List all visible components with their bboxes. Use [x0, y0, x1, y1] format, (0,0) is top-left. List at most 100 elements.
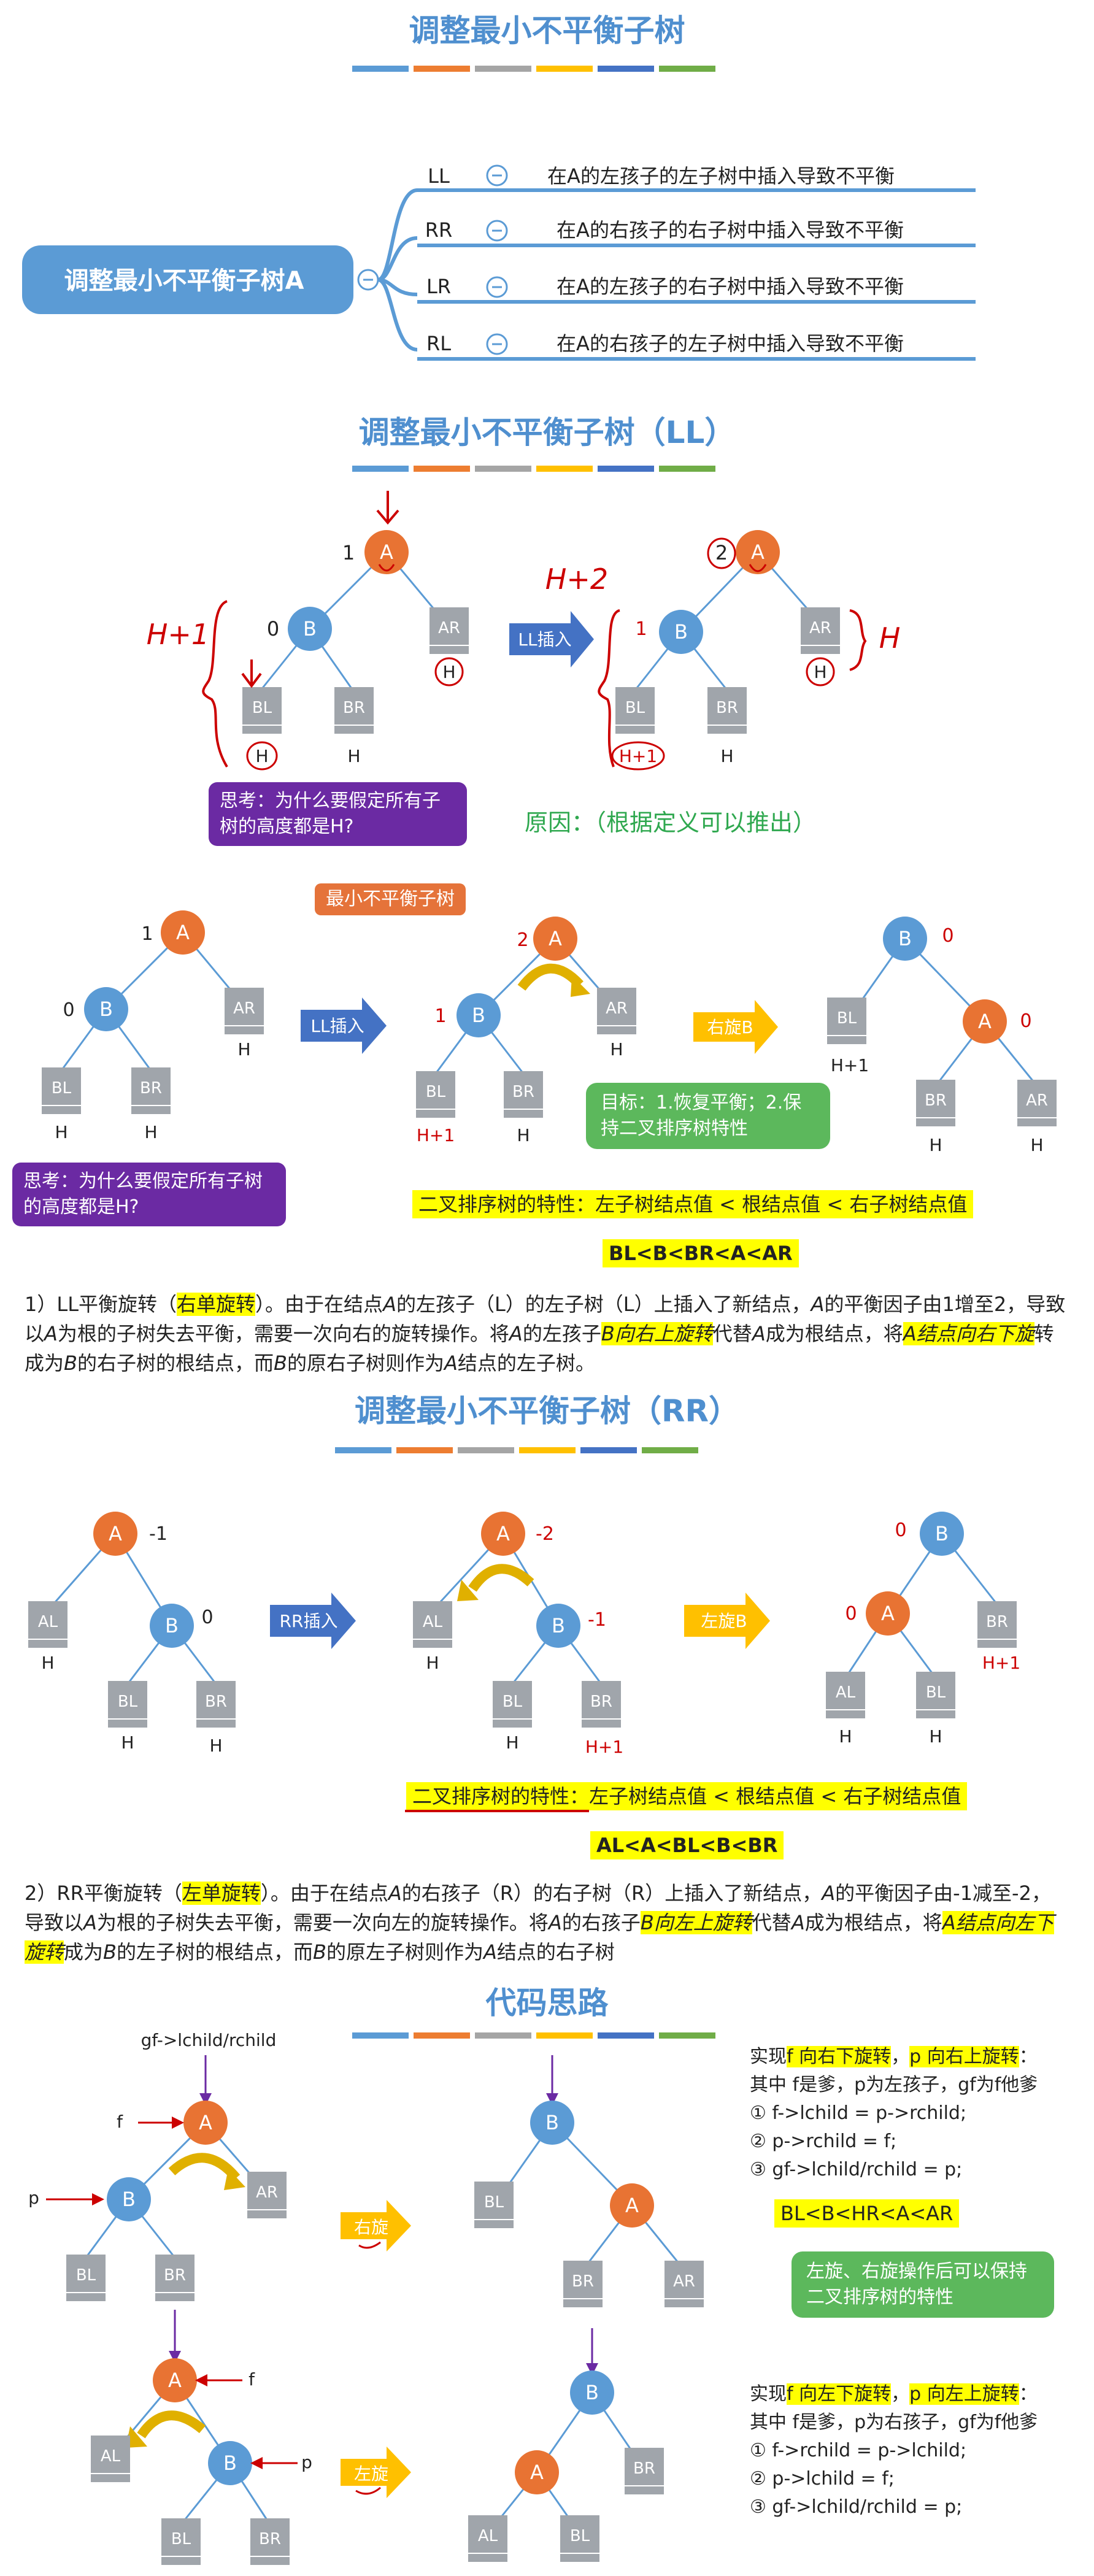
svg-text:左旋B: 左旋B: [701, 1611, 747, 1631]
svg-text:BL: BL: [837, 1009, 857, 1028]
svg-text:BR: BR: [925, 1091, 947, 1110]
hand-underline: [405, 1810, 589, 1812]
svg-text:H: H: [41, 1653, 54, 1673]
svg-text:A: A: [109, 1522, 122, 1545]
left-rotate-explanation: 实现f 向左下旋转，p 向左上旋转： 其中 f是爹，p为右孩子，gf为f他爹 ①…: [750, 2383, 1038, 2518]
svg-text:-1: -1: [149, 1523, 168, 1545]
gf-label: gf->lchild/rchild: [141, 2030, 277, 2050]
color-bar: [352, 463, 720, 472]
svg-text:A: A: [530, 2461, 544, 2484]
mindmap-row-lr: LR 在A的左孩子的右子树中插入导致不平衡: [417, 275, 976, 304]
rr-description: 2）RR平衡旋转（左单旋转）。由于在结点A的右孩子（R）的右子树（R）上插入了新…: [25, 1882, 1054, 1964]
svg-text:右旋: 右旋: [354, 2217, 388, 2237]
bst-property: 二叉排序树的特性：左子树结点值 < 根结点值 < 右子树结点值: [406, 1782, 968, 1810]
rotate-left-arrow: [341, 2447, 411, 2498]
svg-text:1: 1: [141, 923, 153, 945]
svg-text:AR: AR: [606, 999, 628, 1018]
svg-text:AR: AR: [809, 619, 831, 637]
ll-description: 1）LL平衡旋转（右单旋转）。由于在结点A的左孩子（L）的左子树（L）上插入了新…: [25, 1293, 1066, 1375]
svg-text:BL: BL: [171, 2530, 191, 2548]
svg-text:H: H: [347, 746, 360, 766]
mindmap-row-rl: RL 在A的右孩子的左子树中插入导致不平衡: [417, 332, 976, 361]
mindmap-row-ll: LL 在A的左孩子的左子树中插入导致不平衡: [417, 164, 976, 192]
svg-text:B: B: [472, 1004, 485, 1027]
bst-property: 二叉排序树的特性：左子树结点值 < 根结点值 < 右子树结点值: [412, 1190, 974, 1218]
svg-text:AL: AL: [423, 1613, 443, 1631]
svg-text:H: H: [55, 1122, 67, 1142]
svg-text:H: H: [929, 1135, 942, 1155]
row-key: RL: [426, 332, 451, 355]
svg-text:BR: BR: [205, 1693, 227, 1711]
svg-text:0: 0: [63, 999, 74, 1021]
rotate-right-arrow: [341, 2200, 411, 2251]
svg-text:BL: BL: [76, 2266, 96, 2285]
svg-text:BR: BR: [572, 2272, 594, 2291]
svg-text:B: B: [898, 927, 912, 950]
svg-text:BL: BL: [503, 1693, 523, 1711]
svg-text:0: 0: [942, 925, 953, 947]
mindmap-root-box: [22, 245, 353, 314]
svg-text:BL: BL: [570, 2527, 590, 2545]
svg-text:B: B: [674, 620, 688, 644]
section5-title: 代码思路: [485, 1985, 609, 2021]
mindmap: 调整最小不平衡子树A LL 在A的左孩子的左子树中插入导致不平衡 RR 在A的右…: [22, 164, 976, 361]
rr-rotation-diagram: A -1 AL H B 0 BL H BR H RR插入 A -2 AL H B…: [28, 1512, 1020, 1757]
svg-text:B: B: [552, 1614, 565, 1637]
svg-text:左旋: 左旋: [354, 2464, 388, 2484]
svg-text:B: B: [545, 2111, 559, 2134]
svg-text:H+1: H+1: [831, 1055, 869, 1075]
node-b: [288, 607, 332, 651]
rotate-left-arrow: [684, 1593, 770, 1649]
svg-text:H: H: [720, 746, 733, 766]
row-key: RR: [425, 218, 452, 242]
svg-text:AL: AL: [101, 2447, 121, 2466]
row-text: 在A的左孩子的右子树中插入导致不平衡: [557, 275, 904, 298]
svg-text:A: A: [881, 1602, 895, 1625]
mindmap-root-label: 调整最小不平衡子树A: [64, 267, 304, 295]
svg-text:BR: BR: [343, 699, 365, 717]
color-bar: [335, 1444, 703, 1453]
svg-text:H: H: [255, 746, 268, 766]
svg-text:LL插入: LL插入: [518, 629, 571, 650]
svg-text:BL: BL: [426, 1083, 446, 1101]
svg-text:B: B: [122, 2188, 136, 2211]
ll-insert-arrow: [509, 611, 594, 667]
svg-text:-1: -1: [588, 1609, 606, 1631]
svg-text:H: H: [1030, 1135, 1043, 1155]
svg-text:f: f: [248, 2369, 255, 2390]
think-callout: 思考：为什么要假定所有子树的高度都是H?: [12, 1163, 286, 1226]
svg-text:H: H: [506, 1732, 518, 1753]
svg-text:0: 0: [1020, 1010, 1031, 1032]
svg-text:2: 2: [517, 929, 528, 951]
svg-text:B: B: [165, 1614, 179, 1637]
svg-text:H: H: [929, 1726, 942, 1747]
svg-text:BR: BR: [140, 1079, 162, 1098]
bf-a: 1: [342, 541, 355, 564]
rr-order: AL<A<BL<B<BR: [590, 1831, 784, 1859]
svg-text:A: A: [168, 2369, 182, 2392]
svg-text:B: B: [223, 2451, 237, 2475]
svg-text:BR: BR: [164, 2266, 186, 2285]
row-text: 在A的左孩子的左子树中插入导致不平衡: [547, 164, 895, 188]
svg-text:A: A: [496, 1522, 510, 1545]
svg-text:0: 0: [895, 1520, 906, 1541]
svg-text:H: H: [121, 1732, 134, 1753]
rotate-right-arrow: [693, 1000, 778, 1054]
node-a: [364, 530, 409, 574]
section1-title: 调整最小不平衡子树: [409, 13, 685, 48]
min-subtree-callout: 最小不平衡子树: [315, 883, 466, 915]
note-callout: 左旋、右旋操作后可以保持二叉排序树的特性: [792, 2251, 1054, 2318]
ll-rotation-diagram: A 1 B 0 AR H BL H BR H LL插入 A 2 B 1 AR H…: [42, 910, 1057, 1155]
svg-text:H: H: [814, 662, 826, 682]
svg-text:BR: BR: [259, 2530, 281, 2548]
svg-text:H: H: [426, 1653, 439, 1673]
svg-text:AR: AR: [233, 999, 255, 1018]
svg-text:1: 1: [434, 1005, 446, 1027]
svg-text:AL: AL: [836, 1683, 856, 1702]
svg-text:H+1: H+1: [585, 1737, 623, 1757]
svg-text:H+1: H+1: [417, 1125, 455, 1145]
svg-text:H+1: H+1: [619, 746, 657, 766]
section2-title: 调整最小不平衡子树（LL）: [358, 415, 736, 450]
svg-text:A: A: [380, 540, 393, 564]
svg-text:BR: BR: [512, 1083, 534, 1101]
